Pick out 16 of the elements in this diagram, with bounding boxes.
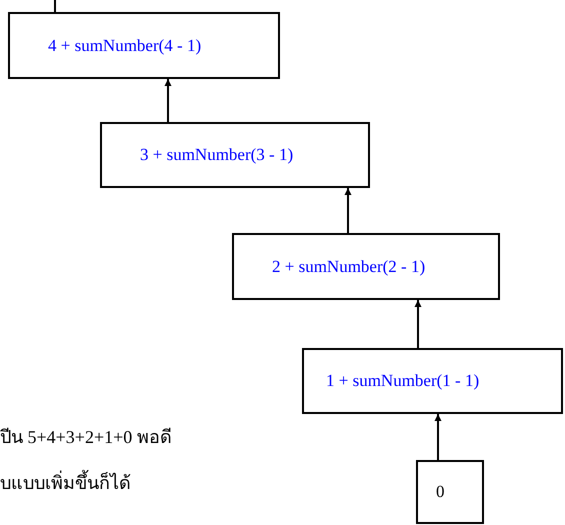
value-text: 0 bbox=[436, 481, 444, 504]
arrow bbox=[164, 79, 172, 122]
process-box bbox=[8, 12, 280, 79]
process-box bbox=[100, 122, 370, 188]
process-box bbox=[302, 348, 563, 414]
arrow bbox=[434, 414, 442, 460]
process-box bbox=[416, 460, 484, 524]
process-box bbox=[232, 233, 500, 300]
note-text: บแบบเพิ่มขึ้นก็ได้ bbox=[0, 470, 131, 497]
arrow bbox=[344, 188, 352, 233]
note-text: ปีน 5+4+3+2+1+0 พอดี bbox=[0, 426, 172, 449]
code-text: 1 + sumNumber(1 - 1) bbox=[326, 370, 480, 392]
arrow bbox=[414, 300, 422, 348]
code-text: 2 + sumNumber(2 - 1) bbox=[272, 256, 426, 278]
code-text: 3 + sumNumber(3 - 1) bbox=[140, 144, 294, 166]
code-text: 4 + sumNumber(4 - 1) bbox=[48, 34, 202, 57]
